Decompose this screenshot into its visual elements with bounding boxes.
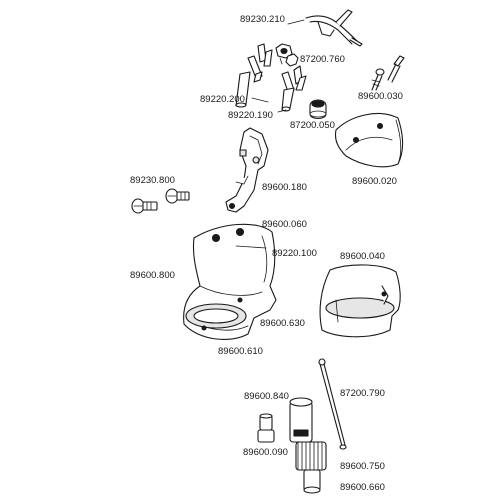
- part-89600-180-lever-arm: [225, 127, 269, 213]
- leader-lines: [235, 19, 305, 249]
- label-89600-180: 89600.180: [262, 182, 307, 193]
- part-89230-210-spring-clip: [305, 9, 363, 47]
- label-89600-030: 89600.030: [358, 91, 403, 102]
- part-89600-040-sleeve: [319, 264, 401, 338]
- part-89220-190-fork-pin: [281, 65, 307, 112]
- label-89600-630: 89600.630: [260, 318, 305, 329]
- label-89220-200: 89220.200: [200, 94, 245, 105]
- label-87200-790: 87200.790: [340, 388, 385, 399]
- label-89220-190: 89220.190: [228, 110, 273, 121]
- part-87200-790-pin: [318, 358, 347, 450]
- label-89220-100: 89220.100: [272, 248, 317, 259]
- part-89230-800-screws: [131, 188, 190, 214]
- label-87200-760: 87200.760: [300, 54, 345, 65]
- label-89600-610: 89600.610: [218, 346, 263, 357]
- label-89600-090: 89600.090: [243, 447, 288, 458]
- part-87200-760-nut: [275, 43, 299, 67]
- part-89600-090-spring: [257, 413, 275, 443]
- part-89600-020-cover-shell: [334, 113, 404, 168]
- part-labels: 89230.210 87200.760 89220.200 89600.030 …: [130, 14, 403, 493]
- label-89600-060: 89600.060: [262, 219, 307, 230]
- part-89600-800-main-housing: [183, 223, 277, 340]
- part-89600-750-shaft: [289, 397, 327, 494]
- label-89600-840: 89600.840: [244, 391, 289, 402]
- part-89600-030-screws: [371, 55, 405, 91]
- label-87200-050: 87200.050: [290, 120, 335, 131]
- label-89600-750: 89600.750: [340, 461, 385, 472]
- label-89230-800: 89230.800: [130, 175, 175, 186]
- part-87200-050-cap: [309, 99, 327, 120]
- label-89600-660: 89600.660: [340, 482, 385, 493]
- label-89600-800: 89600.800: [130, 270, 175, 281]
- part-89220-200-fork-pin: [235, 43, 273, 108]
- label-89230-210: 89230.210: [240, 14, 285, 25]
- label-89600-040: 89600.040: [340, 251, 385, 262]
- label-89600-020: 89600.020: [352, 176, 397, 187]
